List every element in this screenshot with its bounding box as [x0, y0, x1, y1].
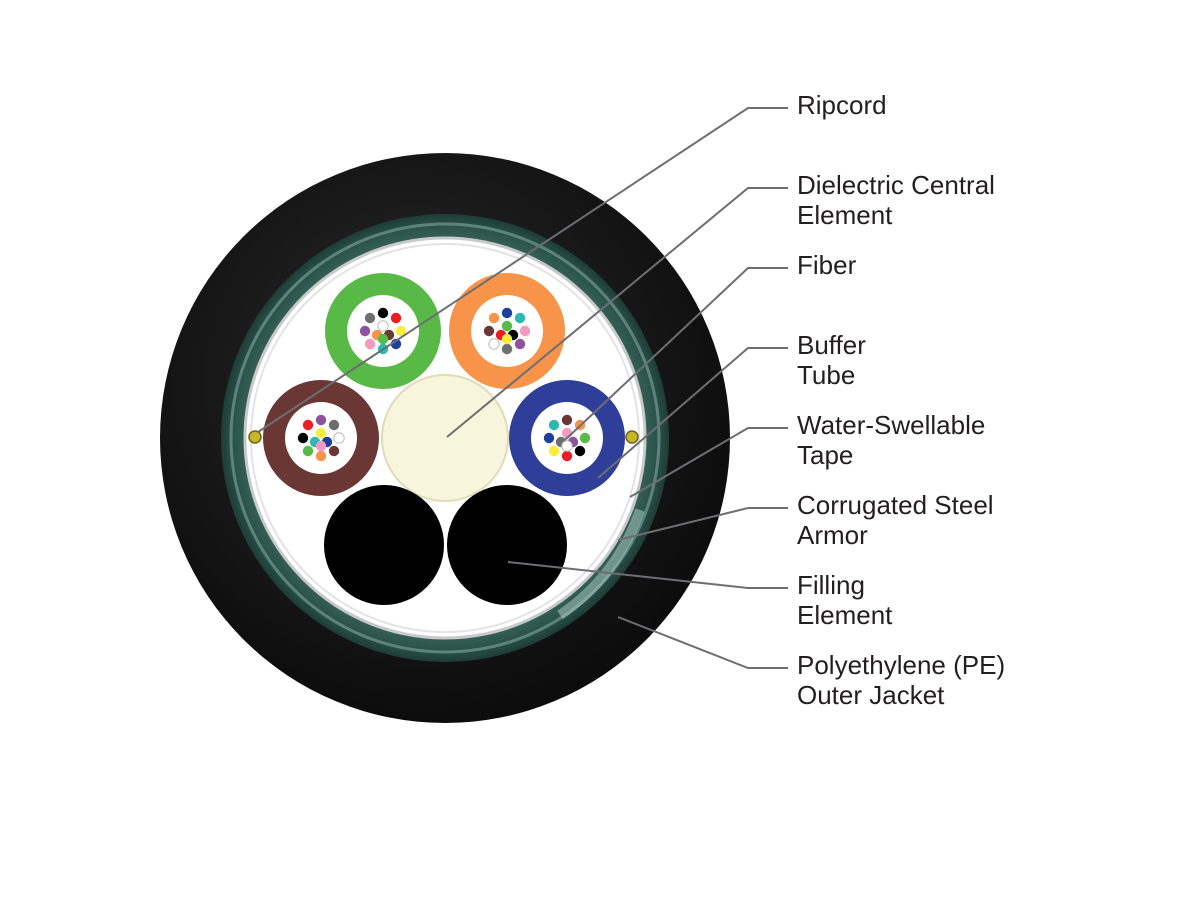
fiber: [543, 432, 555, 444]
armor-highlight: [229, 222, 661, 654]
fiber: [333, 432, 345, 444]
label-line: Outer Jacket: [797, 680, 945, 710]
leader-line-buffer: [597, 347, 788, 479]
fiber: [514, 312, 526, 324]
fiber: [548, 419, 560, 431]
label-line: Tape: [797, 440, 853, 470]
fiber: [315, 414, 327, 426]
label-line: Corrugated Steel: [797, 490, 994, 520]
label-line: Armor: [797, 520, 868, 550]
cable-illustration: [160, 153, 730, 723]
label-fiber: Fiber: [797, 250, 857, 280]
fiber: [297, 432, 309, 444]
fiber: [359, 325, 371, 337]
fiber: [488, 338, 500, 350]
fiber: [514, 338, 526, 350]
fiber: [302, 419, 314, 431]
fiber: [315, 440, 327, 452]
fiber: [501, 320, 513, 332]
leader-lines: [257, 107, 788, 669]
fiber: [315, 427, 327, 439]
label-line: Buffer: [797, 330, 866, 360]
fiber: [501, 307, 513, 319]
fiber: [302, 445, 314, 457]
label-line: Tube: [797, 360, 855, 390]
fiber: [483, 325, 495, 337]
fiber: [501, 343, 513, 355]
buffer-tube: [449, 273, 565, 389]
label-ripcord: Ripcord: [797, 90, 887, 120]
label-line: Water-Swellable: [797, 410, 985, 440]
armor-shine: [557, 508, 645, 620]
leader-line-fiber: [564, 267, 788, 441]
label-line: Ripcord: [797, 90, 887, 120]
dielectric-central-element: [381, 374, 509, 502]
buffer-tube: [325, 273, 441, 389]
leader-line-central: [446, 187, 788, 438]
fiber: [377, 333, 389, 345]
leader-line-ripcord: [257, 107, 788, 433]
label-line: Element: [797, 600, 893, 630]
fiber: [561, 427, 573, 439]
fiber: [328, 445, 340, 457]
fiber: [364, 338, 376, 350]
leader-line-jacket: [617, 616, 788, 669]
ripcord-left: [248, 430, 262, 444]
leader-line-tape: [629, 427, 788, 498]
leader-line-armor: [617, 507, 788, 541]
fiber: [561, 414, 573, 426]
label-line: Filling: [797, 570, 865, 600]
label-line: Element: [797, 200, 893, 230]
leader-line-filling: [507, 561, 788, 589]
fiber: [574, 445, 586, 457]
fiber: [328, 419, 340, 431]
fiber: [561, 440, 573, 452]
fiber: [395, 325, 407, 337]
fiber: [561, 450, 573, 462]
label-line: Dielectric Central: [797, 170, 995, 200]
buffer-tube: [263, 380, 379, 496]
fiber: [390, 312, 402, 324]
fiber: [377, 320, 389, 332]
fiber: [579, 432, 591, 444]
fiber: [315, 450, 327, 462]
fiber: [519, 325, 531, 337]
fiber: [377, 307, 389, 319]
filling-element: [447, 485, 567, 605]
filling-element: [324, 485, 444, 605]
label-jacket: Polyethylene (PE)Outer Jacket: [797, 650, 1005, 710]
fiber: [501, 333, 513, 345]
label-line: Polyethylene (PE): [797, 650, 1005, 680]
fiber: [364, 312, 376, 324]
label-line: Fiber: [797, 250, 857, 280]
fiber: [488, 312, 500, 324]
ripcord-right: [625, 430, 639, 444]
fiber: [548, 445, 560, 457]
